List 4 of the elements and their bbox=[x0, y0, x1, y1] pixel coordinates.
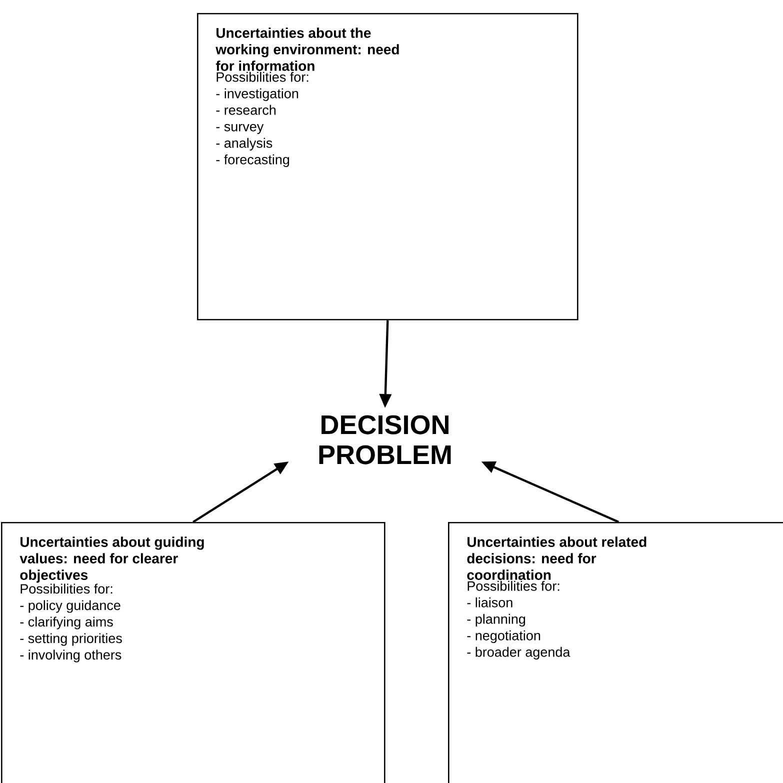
text-box: Uncertainties about the working environment: need for information Possibilities for: - investigation - research - survey - analysis - forecasting bbox=[197, 13, 578, 320]
text-box: Uncertainties about related decisions: need for coordination Possibilities for: - liaison - planning - negotiation - broader agenda bbox=[448, 522, 783, 783]
text-box: Uncertainties about guiding values: need for clearer objectives Possibilities for: - policy guidance - clarifying aims - setting priorities - involving others bbox=[1, 522, 386, 783]
title-text: DECISION PROBLEM bbox=[319, 415, 451, 464]
